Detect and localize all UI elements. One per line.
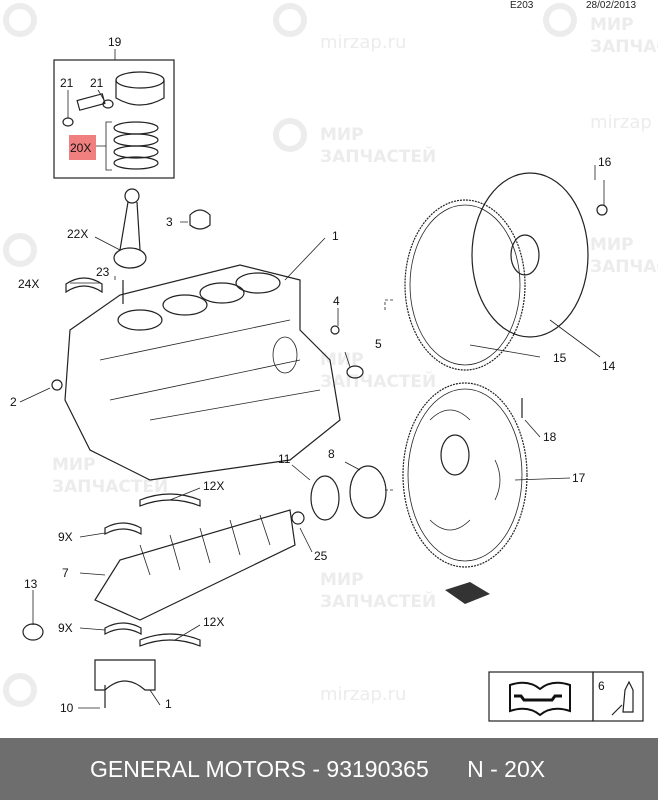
- svg-text:ЗАПЧАСТЕЙ: ЗАПЧАСТЕЙ: [320, 590, 436, 612]
- callout-11: 11: [278, 452, 291, 466]
- callout-labels: 19 21 21 20X 3 22X 1 24X 23 4 5 2 16 15 …: [10, 35, 616, 715]
- callout-15: 15: [553, 351, 567, 365]
- callout-8: 8: [328, 447, 335, 461]
- sealant-tube-icon: [611, 680, 634, 716]
- callout-23: 23: [96, 265, 110, 279]
- svg-text:ЗАПЧАСТЕЙ: ЗАПЧАСТЕЙ: [590, 35, 658, 57]
- engine-block: [51, 264, 364, 481]
- callout-17: 17: [572, 471, 586, 485]
- rear-seal-parts: [291, 465, 387, 525]
- callout-24x: 24X: [18, 277, 39, 291]
- svg-text:mirzap.ru: mirzap.ru: [320, 684, 406, 705]
- callout-5: 5: [375, 337, 382, 351]
- callout-22x: 22X: [67, 227, 88, 241]
- callout-13: 13: [24, 577, 38, 591]
- callout-2: 2: [10, 395, 17, 409]
- svg-text:МИР: МИР: [590, 15, 634, 35]
- callout-4: 4: [333, 294, 340, 308]
- watermark: mirzap.ru МИР ЗАПЧАСТЕЙ МИР ЗАПЧАСТЕЙ mi…: [3, 3, 658, 707]
- callout-12x: 12X: [203, 615, 224, 629]
- svg-text:МИР: МИР: [320, 570, 364, 590]
- callout-9x: 9X: [58, 530, 73, 544]
- exploded-view-diagram: mirzap.ru МИР ЗАПЧАСТЕЙ МИР ЗАПЧАСТЕЙ mi…: [3, 3, 658, 722]
- callout-25: 25: [314, 549, 328, 563]
- svg-text:ЗАПЧАСТЕЙ: ЗАПЧАСТЕЙ: [320, 145, 436, 167]
- flexplate: [402, 382, 528, 568]
- piston-assembly-box: [53, 49, 175, 179]
- callout-9x: 9X: [58, 621, 73, 635]
- leader-lines: [19, 165, 601, 709]
- callout-19: 19: [108, 35, 122, 49]
- svg-text:ЗАПЧАСТЕЙ: ЗАПЧАСТЕЙ: [320, 370, 436, 392]
- diagram-date: 28/02/2013: [586, 0, 637, 11]
- callout-20x: 20X: [70, 141, 91, 155]
- callout-3: 3: [166, 215, 173, 229]
- svg-text:ЗАПЧАСТЕЙ: ЗАПЧАСТЕЙ: [590, 255, 658, 277]
- part-info-text: GENERAL MOTORS - 93190365 N - 20X: [90, 755, 546, 782]
- crankshaft: [22, 493, 296, 708]
- svg-text:МИР: МИР: [52, 455, 96, 475]
- service-info-box: 6: [488, 671, 644, 722]
- front-direction-arrow: [445, 582, 490, 604]
- callout-1: 1: [165, 697, 172, 711]
- svg-text:mirzap.ru: mirzap.ru: [320, 32, 406, 53]
- wrench-icon: [514, 694, 562, 702]
- callout-1: 1: [332, 229, 339, 243]
- diagram-code: E203: [510, 0, 534, 11]
- svg-text:МИР: МИР: [320, 350, 364, 370]
- callout-21: 21: [90, 76, 104, 90]
- callout-18: 18: [543, 430, 557, 444]
- svg-text:МИР: МИР: [320, 125, 364, 145]
- flywheel: [404, 172, 608, 371]
- svg-text:mirzap: mirzap: [590, 112, 652, 133]
- callout-6: 6: [598, 679, 605, 693]
- callout-16: 16: [598, 155, 612, 169]
- callout-21: 21: [60, 76, 74, 90]
- callout-14: 14: [602, 359, 616, 373]
- connecting-rod: [65, 188, 211, 304]
- svg-text:МИР: МИР: [590, 235, 634, 255]
- part-info-footer: GENERAL MOTORS - 93190365 N - 20X: [0, 738, 658, 800]
- highlighted-part-marker: [69, 135, 96, 160]
- callout-12x: 12X: [203, 479, 224, 493]
- svg-text:ЗАПЧАСТЕЙ: ЗАПЧАСТЕЙ: [52, 475, 168, 497]
- callout-7: 7: [62, 566, 69, 580]
- callout-10: 10: [60, 701, 74, 715]
